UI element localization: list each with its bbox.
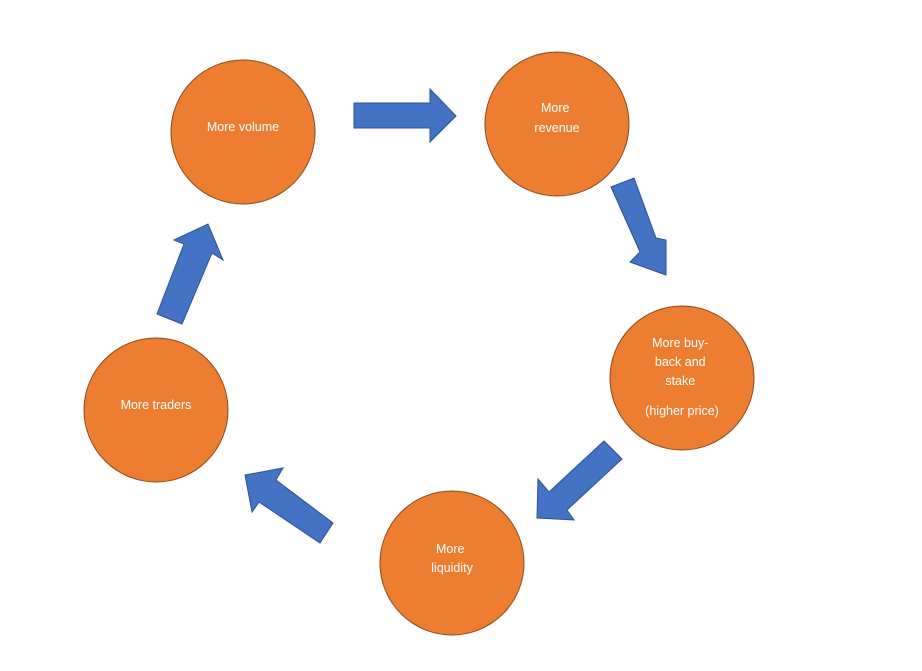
svg-text:More buy- back and: More buy- back and stake (higher price) [645, 336, 719, 418]
svg-text:More revenue: More revenue [534, 101, 579, 135]
node-label-line: back and [655, 355, 706, 369]
svg-text:More liquidity: More liquidity [431, 542, 473, 575]
arrow-liquidity-to-traders [244, 467, 334, 544]
node-circle [170, 59, 316, 205]
node-label-line: More [541, 101, 570, 115]
node-label-line: More volume [207, 120, 279, 134]
node-label-line: liquidity [431, 561, 473, 575]
arrow-buyback-to-liquidity [536, 440, 623, 521]
node-circle [379, 490, 525, 636]
node-label-line: More buy- [652, 336, 708, 350]
node-circle [83, 337, 229, 483]
node-label-line: revenue [534, 121, 579, 135]
node-label-line: More traders [121, 398, 192, 412]
node-more-volume: More volume [170, 59, 316, 205]
node-more-traders: More traders [83, 337, 229, 483]
svg-text:More traders: More traders [121, 398, 192, 412]
node-label-line: More [436, 542, 465, 556]
node-label-line: (higher price) [645, 404, 719, 418]
node-more-revenue: More revenue [484, 51, 630, 197]
node-circle [484, 51, 630, 197]
arrow-volume-to-revenue [353, 87, 457, 144]
svg-text:More volume: More volume [207, 120, 279, 134]
node-more-buyback: More buy- back and stake (higher price) [609, 305, 755, 451]
node-label-line: stake [665, 374, 695, 388]
arrow-traders-to-volume [156, 223, 225, 325]
node-circle [609, 305, 755, 451]
arrow-revenue-to-buyback [610, 177, 667, 276]
node-more-liquidity: More liquidity [379, 490, 525, 636]
